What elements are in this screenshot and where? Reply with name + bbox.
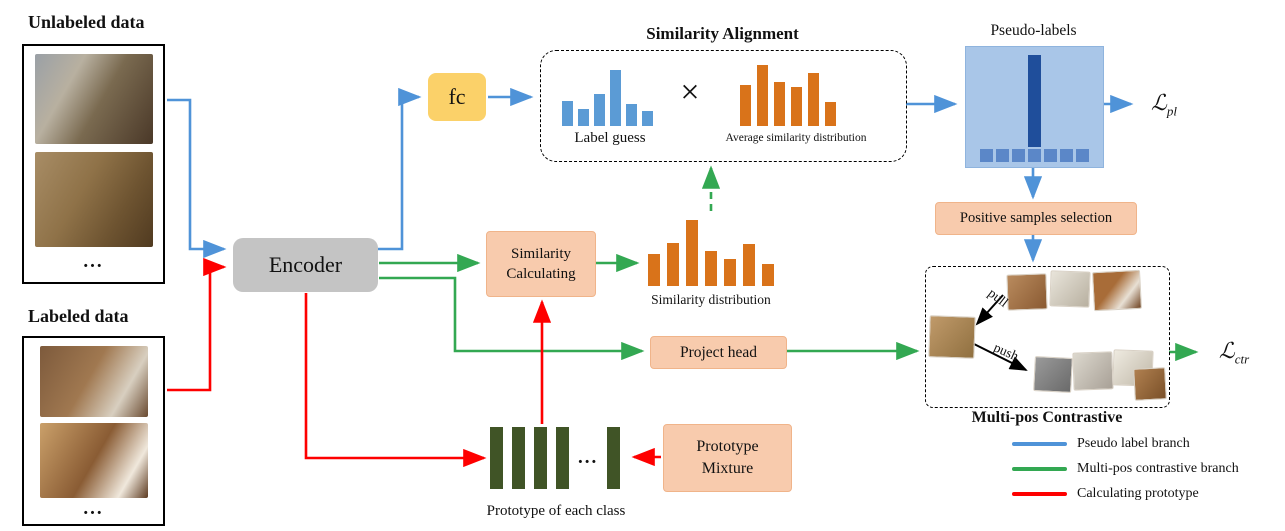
positive-samples-selection-node: Positive samples selection	[935, 202, 1137, 235]
legend-item-contrastive-branch: Multi-pos contrastive branch	[1012, 461, 1239, 477]
encoder-node: Encoder	[233, 238, 378, 292]
prototype-bar	[490, 427, 503, 489]
avg-similarity-caption: Average similarity distribution	[725, 132, 867, 144]
legend-label: Multi-pos contrastive branch	[1077, 461, 1239, 476]
contrastive-thumb-rabbit	[1072, 351, 1114, 391]
pseudo-labels-tall-bar	[1028, 55, 1041, 147]
contrastive-thumb-white-cat	[1049, 270, 1091, 308]
similarity-calculating-node: Similarity Calculating	[486, 231, 596, 297]
unlabeled-data-box: ...	[22, 44, 165, 284]
labeled-data-title: Labeled data	[28, 306, 129, 326]
legend-item-prototype-branch: Calculating prototype	[1012, 486, 1239, 502]
prototype-ellipsis: ...	[578, 447, 599, 468]
legend-line-green	[1012, 467, 1067, 471]
similarity-distribution-chart	[648, 214, 774, 286]
project-head-node: Project head	[650, 336, 787, 369]
prototype-caption: Prototype of each class	[486, 503, 626, 519]
prototype-bar	[556, 427, 569, 489]
contrastive-thumb-anchor	[928, 315, 976, 359]
unlabeled-ellipsis: ...	[83, 251, 104, 272]
pseudo-labels-title: Pseudo-labels	[990, 22, 1077, 39]
multi-pos-contrastive-box	[925, 266, 1170, 408]
label-guess-chart	[562, 64, 653, 126]
label-guess-caption: Label guess	[574, 130, 646, 146]
prototype-bar	[607, 427, 621, 489]
multi-pos-contrastive-title: Multi-pos Contrastive	[971, 409, 1123, 426]
unlabeled-photo-dog	[34, 54, 153, 144]
similarity-distribution-caption: Similarity distribution	[651, 292, 771, 307]
similarity-calculating-line2: Calculating	[506, 266, 576, 282]
prototype-bar	[512, 427, 525, 489]
loss-pl-symbol: ℒ	[1151, 90, 1167, 115]
similarity-alignment-title: Similarity Alignment	[646, 24, 799, 43]
labeled-data-box: ...	[22, 336, 165, 526]
fc-node: fc	[428, 73, 486, 121]
multiply-sign: ×	[680, 74, 700, 111]
legend-label: Calculating prototype	[1077, 486, 1199, 501]
prototype-bars: ...	[490, 427, 621, 489]
contrastive-thumb-collie	[1092, 269, 1142, 312]
prototype-mixture-line2: Mixture	[701, 460, 754, 477]
legend-label: Pseudo label branch	[1077, 436, 1190, 451]
legend-line-red	[1012, 492, 1067, 496]
labeled-photo-dog	[39, 346, 148, 418]
similarity-calculating-line1: Similarity	[511, 245, 571, 262]
loss-ctr-symbol: ℒ	[1218, 338, 1235, 363]
loss-pl-subscript: pl	[1166, 103, 1177, 119]
pseudo-labels-panel	[965, 46, 1104, 168]
loss-ctr-label: ℒctr	[1204, 338, 1264, 367]
similarity-alignment-box	[540, 50, 907, 162]
prototype-mixture-node: Prototype Mixture	[663, 424, 792, 492]
legend: Pseudo label branch Multi-pos contrastiv…	[1012, 436, 1239, 502]
loss-ctr-subscript: ctr	[1234, 351, 1250, 367]
connector-labeled-to-encoder	[167, 257, 227, 392]
pseudo-labels-bottom-bars	[980, 149, 1089, 162]
connector-encoder-to-fc	[378, 87, 422, 251]
unlabeled-photo-rabbit	[34, 152, 153, 247]
contrastive-thumb-gray-cat	[1033, 356, 1073, 393]
contrastive-thumb-puppy	[1133, 367, 1167, 401]
prototype-bar	[534, 427, 547, 489]
avg-similarity-chart	[740, 58, 836, 126]
connector-unlabeled-to-encoder	[167, 98, 227, 259]
unlabeled-data-title: Unlabeled data	[28, 12, 145, 32]
connector-encoder-to-prototypes	[304, 293, 487, 468]
prototype-mixture-line1: Prototype	[696, 437, 759, 455]
labeled-ellipsis: ...	[83, 498, 104, 519]
legend-item-pseudo-branch: Pseudo label branch	[1012, 436, 1239, 452]
labeled-photo-beagle	[39, 423, 148, 498]
loss-pl-label: ℒpl	[1139, 90, 1189, 119]
legend-line-blue	[1012, 442, 1067, 446]
